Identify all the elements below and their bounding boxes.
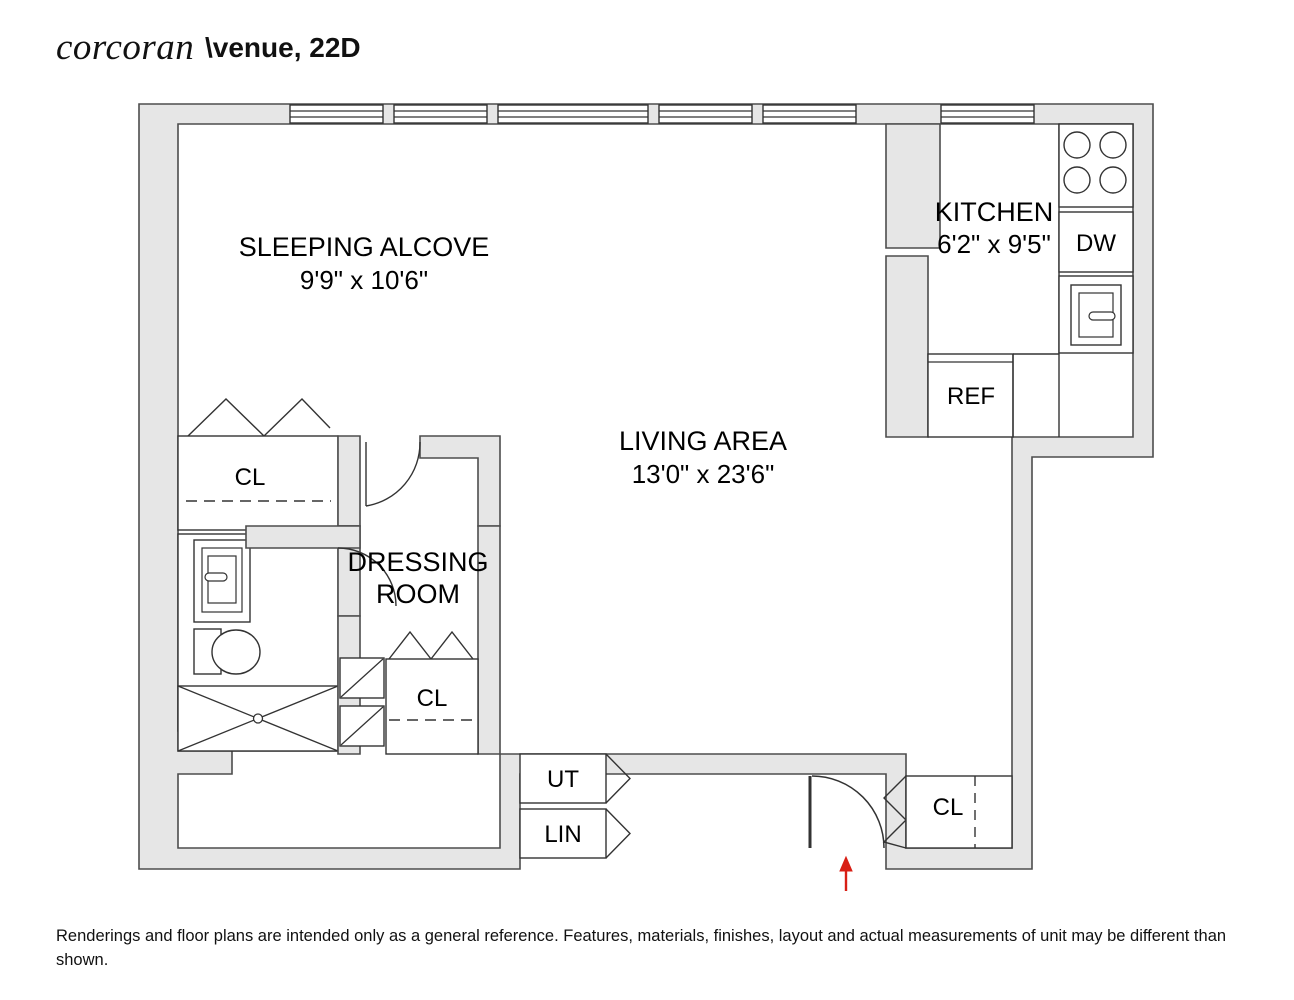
- closet-entry-label: CL: [933, 794, 964, 821]
- kitchen-sink-icon: [1058, 275, 1134, 354]
- door-dressing-north: [365, 441, 421, 507]
- bifold-door-right-icon: [263, 398, 331, 437]
- living-area-name: LIVING AREA: [619, 426, 787, 456]
- window-3: [497, 104, 649, 124]
- window-4: [658, 104, 753, 124]
- closet-linen: LIN: [519, 808, 631, 859]
- closet-alcove-label: CL: [235, 464, 266, 491]
- refrigerator-label: REF: [947, 383, 995, 410]
- floor-plan-svg: DW REF KITCHEN 6'2" x 9'5" SLEEPING ALCO…: [138, 103, 1154, 891]
- utility-linen-closets: UT LIN: [519, 753, 631, 859]
- window-2: [393, 104, 488, 124]
- disclaimer-text: Renderings and floor plans are intended …: [56, 927, 1227, 969]
- closet-alcove: CL: [177, 398, 339, 531]
- kitchen-fittings: DW REF: [927, 123, 1134, 438]
- living-area-label-group: LIVING AREA 13'0" x 23'6": [619, 426, 787, 489]
- closet-door-arrow-icon: [605, 808, 631, 859]
- page-footer: Renderings and floor plans are intended …: [56, 925, 1236, 973]
- bathtub-icon: [177, 685, 339, 752]
- door-bathroom: [337, 547, 397, 607]
- refrigerator-icon: REF: [927, 353, 1014, 438]
- dishwasher-icon: DW: [1058, 211, 1134, 273]
- closet-entry: CL: [882, 775, 1013, 849]
- bifold-door-left-icon: [388, 630, 432, 660]
- kitchen-label-group: KITCHEN 6'2" x 9'5": [935, 197, 1054, 259]
- window-group-top: [289, 104, 1035, 124]
- bifold-door-upper-icon: [883, 775, 907, 821]
- closet-linen-label: LIN: [544, 821, 581, 848]
- sleeping-alcove-label-group: SLEEPING ALCOVE 9'9" x 10'6": [239, 232, 490, 295]
- kitchen-pier: [885, 123, 941, 249]
- closet-utility-label: UT: [547, 766, 579, 793]
- sleeping-alcove-dimensions: 9'9" x 10'6": [300, 265, 428, 295]
- dishwasher-label: DW: [1076, 230, 1116, 257]
- bath-sink-icon: [193, 539, 251, 623]
- bifold-door-left-icon: [187, 398, 265, 437]
- bifold-door-right-icon: [430, 630, 474, 660]
- hall-slider-doors: [339, 657, 385, 747]
- living-area-dimensions: 13'0" x 23'6": [632, 459, 775, 489]
- dressing-room-name: DRESSING: [347, 547, 488, 577]
- entry-arrow-icon: [839, 855, 853, 891]
- window-1: [289, 104, 384, 124]
- dressing-room-name-2: ROOM: [376, 579, 460, 609]
- sleeping-alcove-name: SLEEPING ALCOVE: [239, 232, 490, 262]
- kitchen-dimensions: 6'2" x 9'5": [937, 229, 1051, 259]
- closet-utility: UT: [519, 753, 631, 804]
- closet-door-arrow-icon: [605, 753, 631, 804]
- range-icon: [1058, 123, 1134, 208]
- closet-dressing-label: CL: [417, 685, 448, 712]
- entry-door: [808, 775, 885, 849]
- window-6: [940, 104, 1035, 124]
- floor-plan: DW REF KITCHEN 6'2" x 9'5" SLEEPING ALCO…: [0, 86, 1294, 896]
- toilet-icon: [193, 628, 261, 675]
- corcoran-logo: corcoran: [56, 27, 195, 68]
- closet-dressing: CL: [385, 630, 479, 755]
- page-title: \venue, 22D: [205, 32, 361, 63]
- kitchen-name: KITCHEN: [935, 197, 1054, 227]
- page-header: corcoran \venue, 22D: [0, 0, 1294, 92]
- bathroom: [177, 533, 339, 752]
- window-5: [762, 104, 857, 124]
- kitchen-partition: [885, 255, 929, 438]
